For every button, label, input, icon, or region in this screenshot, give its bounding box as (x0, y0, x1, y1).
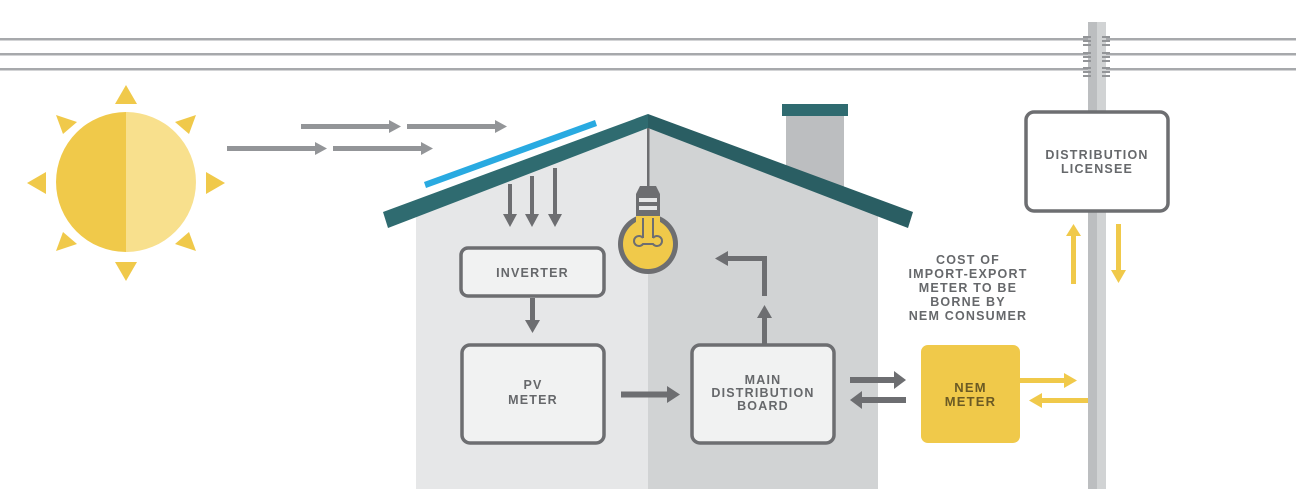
sunlight-arrow (407, 120, 507, 133)
dc-arrow (503, 184, 517, 227)
dc-arrow (525, 176, 539, 227)
power-line-3 (0, 68, 1296, 71)
pv-meter-label-1: PV (523, 378, 542, 392)
nem-meter-label-1: NEM (954, 380, 987, 395)
pole-shade (1088, 22, 1097, 489)
inverter-label: INVERTER (496, 266, 569, 280)
sun-rays (27, 85, 225, 281)
sun-icon (27, 85, 225, 281)
export-to-grid-arrow (1020, 373, 1077, 388)
pv-meter-box: PV METER (460, 343, 606, 445)
chimney-cap (782, 104, 848, 116)
solar-panel (424, 120, 597, 188)
dc-arrow (548, 168, 562, 227)
distribution-licensee-box: DISTRIBUTION LICENSEE (1024, 110, 1170, 213)
import-from-grid-arrow (1029, 393, 1088, 408)
inverter-box: INVERTER (459, 246, 606, 298)
note-line-2: IMPORT-EXPORT (908, 267, 1027, 281)
power-line-1 (0, 38, 1296, 41)
note-line-5: NEM CONSUMER (909, 309, 1028, 323)
export-arrow (850, 371, 906, 389)
utility-pole (1083, 22, 1110, 489)
sun-half-dark (56, 112, 126, 252)
inverter-to-pv-meter-arrow (525, 298, 540, 333)
bulb-cord (647, 128, 650, 186)
note-line-1: COST OF (936, 253, 1000, 267)
roof-right (648, 114, 913, 228)
licensee-pole-arrows (1066, 224, 1126, 284)
up-arrow (1066, 224, 1081, 284)
cost-note: COST OF IMPORT-EXPORT METER TO BE BORNE … (908, 253, 1028, 323)
bulb-filament (633, 218, 663, 247)
sunlight-arrow (301, 120, 401, 133)
sunlight-arrows (227, 120, 507, 155)
import-arrow (850, 391, 906, 409)
down-arrow (1111, 224, 1126, 283)
nem-meter-label-2: METER (945, 394, 997, 409)
licensee-label-2: LICENSEE (1061, 162, 1133, 176)
board-to-load-arrow (715, 251, 772, 344)
sunlight-arrow (227, 142, 327, 155)
roof-left (383, 114, 648, 228)
nem-pole-arrows (1020, 373, 1088, 408)
board-label-2: DISTRIBUTION (711, 386, 814, 400)
board-nem-arrows (850, 371, 906, 409)
pv-meter-to-board-arrow (621, 386, 680, 403)
panel-to-inverter-arrows (503, 168, 562, 227)
pole-insulators (1083, 36, 1110, 77)
sunlight-arrow (333, 142, 433, 155)
board-label-3: BOARD (737, 399, 789, 413)
pv-meter-label-2: METER (508, 393, 558, 407)
licensee-label-1: DISTRIBUTION (1045, 148, 1148, 162)
power-line-2 (0, 53, 1296, 56)
note-line-4: BORNE BY (930, 295, 1006, 309)
sun-half-light (126, 112, 196, 252)
light-bulb-icon (618, 128, 678, 274)
power-lines (0, 38, 1296, 71)
nem-meter-box: NEM METER (921, 345, 1020, 443)
main-distribution-board-box: MAIN DISTRIBUTION BOARD (690, 343, 836, 445)
board-label-1: MAIN (745, 373, 782, 387)
note-line-3: METER TO BE (919, 281, 1017, 295)
